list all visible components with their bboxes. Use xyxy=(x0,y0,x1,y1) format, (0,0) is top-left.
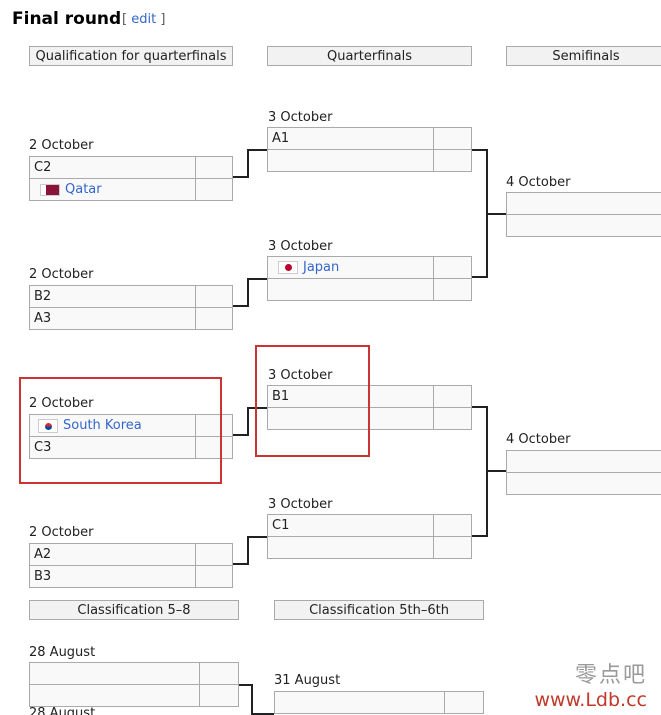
bracket-connector xyxy=(486,213,506,215)
bracket-connector xyxy=(247,278,249,307)
score-cell xyxy=(195,436,233,459)
bracket-connector xyxy=(239,684,253,686)
match-date: 4 October xyxy=(506,432,571,447)
score-cell xyxy=(199,662,239,685)
match-date: 2 October xyxy=(29,396,94,411)
bracket-connector xyxy=(247,278,267,280)
bracket-connector xyxy=(472,406,488,408)
edit-section-link-wrapper: [ edit ] xyxy=(122,12,166,27)
bracket-connector xyxy=(486,470,506,472)
watermark: 零点吧 www.Ldb.cc xyxy=(534,657,647,711)
bracket-connector xyxy=(247,149,249,178)
highlight-box-south-korea xyxy=(19,377,222,484)
score-cell xyxy=(433,256,472,279)
team-cell xyxy=(506,214,661,237)
bracket-connector xyxy=(251,684,253,715)
team-link-japan[interactable]: Japan xyxy=(303,260,340,275)
team-cell xyxy=(29,684,200,707)
score-cell xyxy=(433,127,472,150)
bracket-connector xyxy=(247,149,267,151)
column-header-classification-5-6: Classification 5th–6th xyxy=(274,600,484,620)
match-date: 3 October xyxy=(268,239,333,254)
watermark-text: 零点吧 xyxy=(574,663,647,688)
team-cell: A2 xyxy=(29,543,196,566)
score-cell xyxy=(195,285,233,308)
match-date: 2 October xyxy=(29,138,94,153)
score-cell xyxy=(195,307,233,330)
score-cell xyxy=(444,691,484,714)
match-date: 28 August xyxy=(29,706,96,715)
watermark-url: www.Ldb.cc xyxy=(534,689,647,711)
team-cell: A1 xyxy=(267,127,434,150)
bracket-connector xyxy=(472,149,488,151)
team-cell xyxy=(29,662,200,685)
score-cell xyxy=(433,149,472,172)
team-cell xyxy=(506,192,661,215)
edit-section-link[interactable]: edit xyxy=(131,12,157,27)
column-header-qualification: Qualification for quarterfinals xyxy=(29,46,233,66)
match-date: 28 August xyxy=(29,645,96,660)
team-cell: C1 xyxy=(267,514,434,537)
bracket-connector xyxy=(247,407,249,436)
bracket-connector xyxy=(233,563,249,565)
japan-flag-icon xyxy=(278,261,298,274)
match-date: 4 October xyxy=(506,175,571,190)
score-cell xyxy=(195,565,233,588)
column-header-quarterfinals: Quarterfinals xyxy=(267,46,472,66)
column-header-classification-5-8: Classification 5–8 xyxy=(29,600,239,620)
match-date: 31 August xyxy=(274,673,341,688)
bracket-connector xyxy=(233,176,249,178)
bracket-connector xyxy=(233,305,249,307)
bracket-connector xyxy=(251,713,274,715)
south-korea-flag-icon xyxy=(38,418,58,433)
score-cell xyxy=(433,385,472,408)
bracket-connector xyxy=(247,536,267,538)
bracket-connector xyxy=(472,535,488,537)
team-cell[interactable]: Japan xyxy=(267,256,434,279)
column-header-semifinals: Semifinals xyxy=(506,46,661,66)
team-cell xyxy=(267,278,434,301)
highlight-box-quarterfinal-b1 xyxy=(255,345,370,457)
team-cell: C3 xyxy=(29,436,196,459)
team-cell xyxy=(267,149,434,172)
team-cell xyxy=(506,472,661,495)
match-date: 2 October xyxy=(29,525,94,540)
team-link-south-korea[interactable]: South Korea xyxy=(63,418,142,433)
team-link-qatar[interactable]: Qatar xyxy=(65,182,102,197)
match-date: 3 October xyxy=(268,368,333,383)
team-cell xyxy=(506,450,661,473)
team-cell xyxy=(274,691,445,714)
score-cell xyxy=(195,156,233,179)
match-date: 2 October xyxy=(29,267,94,282)
bracket-connector xyxy=(247,536,249,565)
team-cell: A3 xyxy=(29,307,196,330)
section-title: Final round xyxy=(12,9,122,29)
team-cell xyxy=(267,536,434,559)
score-cell xyxy=(433,536,472,559)
score-cell xyxy=(433,278,472,301)
match-date: 3 October xyxy=(268,497,333,512)
bracket-connector xyxy=(233,434,249,436)
team-cell: C2 xyxy=(29,156,196,179)
team-cell: B2 xyxy=(29,285,196,308)
score-cell xyxy=(433,514,472,537)
bracket-connector xyxy=(472,276,488,278)
score-cell xyxy=(195,543,233,566)
score-cell xyxy=(195,178,233,201)
team-cell[interactable]: Qatar xyxy=(29,178,196,201)
score-cell xyxy=(433,407,472,430)
bracket-connector xyxy=(247,407,267,409)
qatar-flag-icon xyxy=(40,183,60,196)
score-cell xyxy=(199,684,239,707)
match-date: 3 October xyxy=(268,110,333,125)
team-cell: B3 xyxy=(29,565,196,588)
